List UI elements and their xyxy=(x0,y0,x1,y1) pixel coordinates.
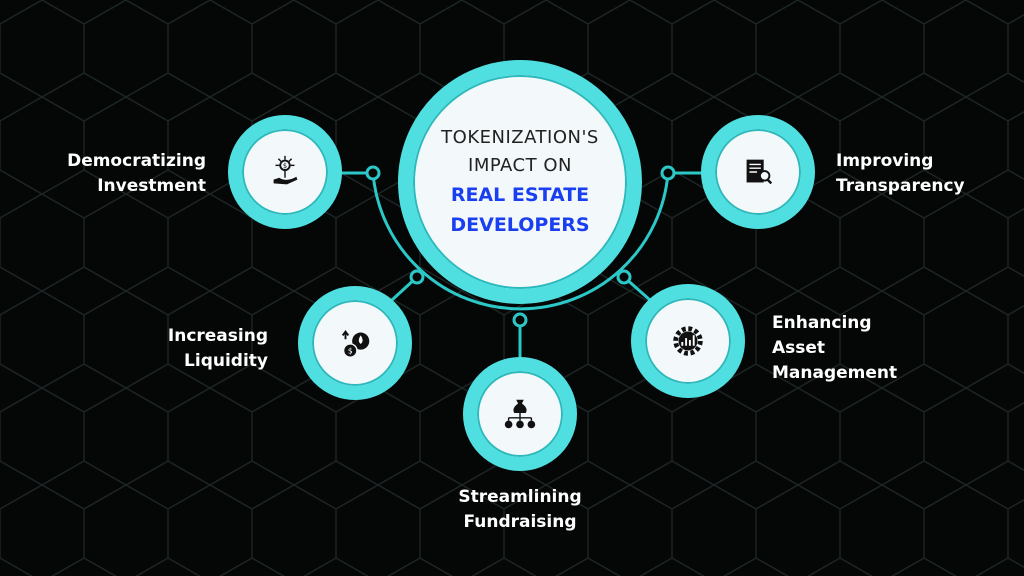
document-inspect-icon xyxy=(746,159,773,185)
node-dot xyxy=(409,269,425,285)
title-highlight: REAL ESTATE xyxy=(450,184,590,206)
svg-text:$: $ xyxy=(283,162,287,170)
label-line: Streamlining xyxy=(458,487,582,507)
label-line: Democratizing xyxy=(67,151,206,171)
node-dot xyxy=(660,165,676,181)
label-line: Fundraising xyxy=(463,512,577,532)
title-line: IMPACT ON xyxy=(468,155,572,176)
label-line: Asset xyxy=(772,338,826,358)
label-line: Investment xyxy=(97,176,206,196)
gear-chart-icon xyxy=(673,326,703,356)
node-dot xyxy=(365,165,381,181)
money-bag-distribution-icon xyxy=(504,399,536,429)
label-line: Increasing xyxy=(167,326,268,346)
streamlining-fundraising-circle xyxy=(463,357,577,471)
title-line: TOKENIZATION'S xyxy=(441,127,599,148)
node-dot xyxy=(512,312,528,328)
label-line: Transparency xyxy=(836,176,965,196)
node-dot xyxy=(616,269,632,285)
label-line: Enhancing xyxy=(772,313,872,333)
title-highlight: DEVELOPERS xyxy=(450,214,590,236)
enhancing-asset-management-circle xyxy=(631,284,745,398)
coins-drop-icon: $ xyxy=(341,330,370,358)
label-line: Improving xyxy=(836,151,934,171)
svg-text:$: $ xyxy=(348,346,353,355)
hand-money-plant-icon: $ xyxy=(273,155,298,185)
improving-transparency-circle xyxy=(701,115,815,229)
label-line: Management xyxy=(772,363,898,383)
central-title-circle: TOKENIZATION'S IMPACT ON REAL ESTATE DEV… xyxy=(398,60,642,304)
increasing-liquidity-circle: $ xyxy=(298,286,412,400)
label-line: Liquidity xyxy=(184,351,268,371)
democratizing-investment-circle: $ xyxy=(228,115,342,229)
